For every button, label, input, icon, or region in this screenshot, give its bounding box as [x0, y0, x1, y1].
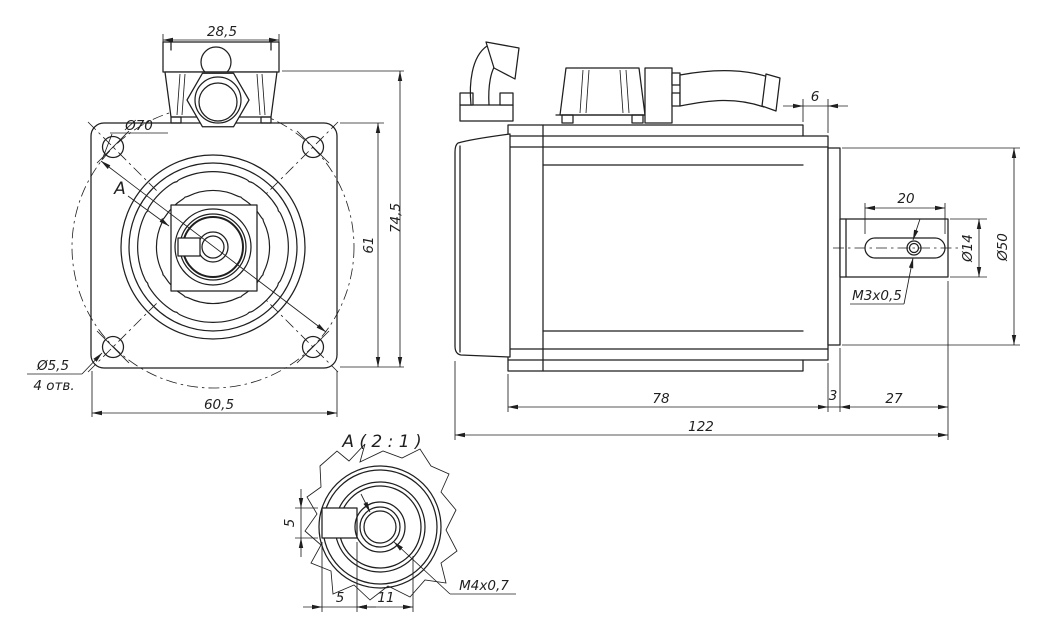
mounting-holes — [96, 130, 330, 364]
dim-label-rear-cap: 6 — [811, 89, 820, 105]
dim-label-total-height: 74,5 — [388, 203, 404, 233]
dim-label-hole-diameter: Ø5,5 — [36, 358, 69, 374]
dim-label-key-width: 5 — [336, 590, 345, 606]
detail-callout: A — [113, 179, 170, 227]
front-connector — [162, 41, 280, 128]
dim-label-shaft-thread: M3x0,5 — [852, 288, 902, 304]
dim-key-height: 5 — [282, 489, 318, 557]
keyway-block-detail — [321, 507, 358, 539]
shaft-thread-callout: M3x0,5 — [850, 218, 921, 305]
connector-backshell — [644, 67, 673, 124]
dim-label-connector-width: 28,5 — [207, 24, 237, 40]
dim-label-hole-count: 4 отв. — [33, 378, 74, 394]
dim-label-flange-width: 60,5 — [204, 397, 234, 413]
cable — [679, 70, 769, 108]
dim-flat-length: 20 — [864, 191, 946, 234]
dim-shaft-diameter: Ø14 — [950, 218, 987, 278]
dim-flange-width: 60,5 — [91, 371, 338, 417]
dim-rear-cap: 6 — [783, 89, 848, 133]
detail-thread-callout: M4x0,7 — [360, 493, 516, 595]
dim-bolt-circle: Ø70 — [100, 118, 327, 333]
dim-label-shaft-diameter: Ø14 — [960, 234, 976, 263]
motor-body — [507, 124, 829, 372]
front-view: 28,5 Ø70 A Ø5,5 4 отв. 60,5 — [27, 24, 404, 417]
dim-label-total-length: 122 — [688, 419, 714, 435]
fan-cover — [454, 133, 511, 358]
detail-callout-label: A — [113, 179, 126, 199]
dim-label-key-to-center: 11 — [377, 590, 394, 606]
pilot-boss — [827, 147, 841, 346]
side-view: 6 20 Ø14 Ø50 M3x0,5 — [454, 41, 1020, 440]
dim-label-bolt-circle: Ø70 — [124, 118, 153, 134]
dim-key-width-group: 5 11 — [303, 542, 414, 612]
dim-label-shaft-length: 27 — [885, 391, 903, 407]
dim-label-flange-height: 61 — [361, 236, 377, 253]
keyway-block — [177, 237, 201, 257]
dim-label-boss-diameter: Ø50 — [995, 233, 1011, 262]
dim-label-body-length: 78 — [652, 391, 669, 407]
bolt-circle-centerline — [71, 105, 355, 389]
dim-label-flat-length: 20 — [897, 191, 914, 207]
detail-view-title: A ( 2 : 1 ) — [341, 432, 421, 452]
side-connector — [555, 67, 781, 124]
dim-connector-width: 28,5 — [162, 24, 280, 43]
detail-view: A ( 2 : 1 ) 5 5 11 — [282, 432, 516, 612]
dim-label-detail-thread: M4x0,7 — [459, 578, 509, 594]
dim-label-key-height: 5 — [282, 519, 298, 528]
dim-lengths: 78 3 27 122 — [454, 281, 949, 440]
dim-label-boss-length: 3 — [829, 388, 838, 404]
cable-elbow-end — [485, 41, 520, 80]
dim-mounting-holes: Ø5,5 4 отв. — [27, 352, 103, 394]
dim-heights: 61 74,5 — [282, 70, 404, 368]
cable-gland — [459, 41, 520, 122]
break-outline — [304, 443, 458, 601]
cable-end — [761, 73, 781, 112]
dim-boss-diameter: Ø50 — [842, 147, 1020, 346]
